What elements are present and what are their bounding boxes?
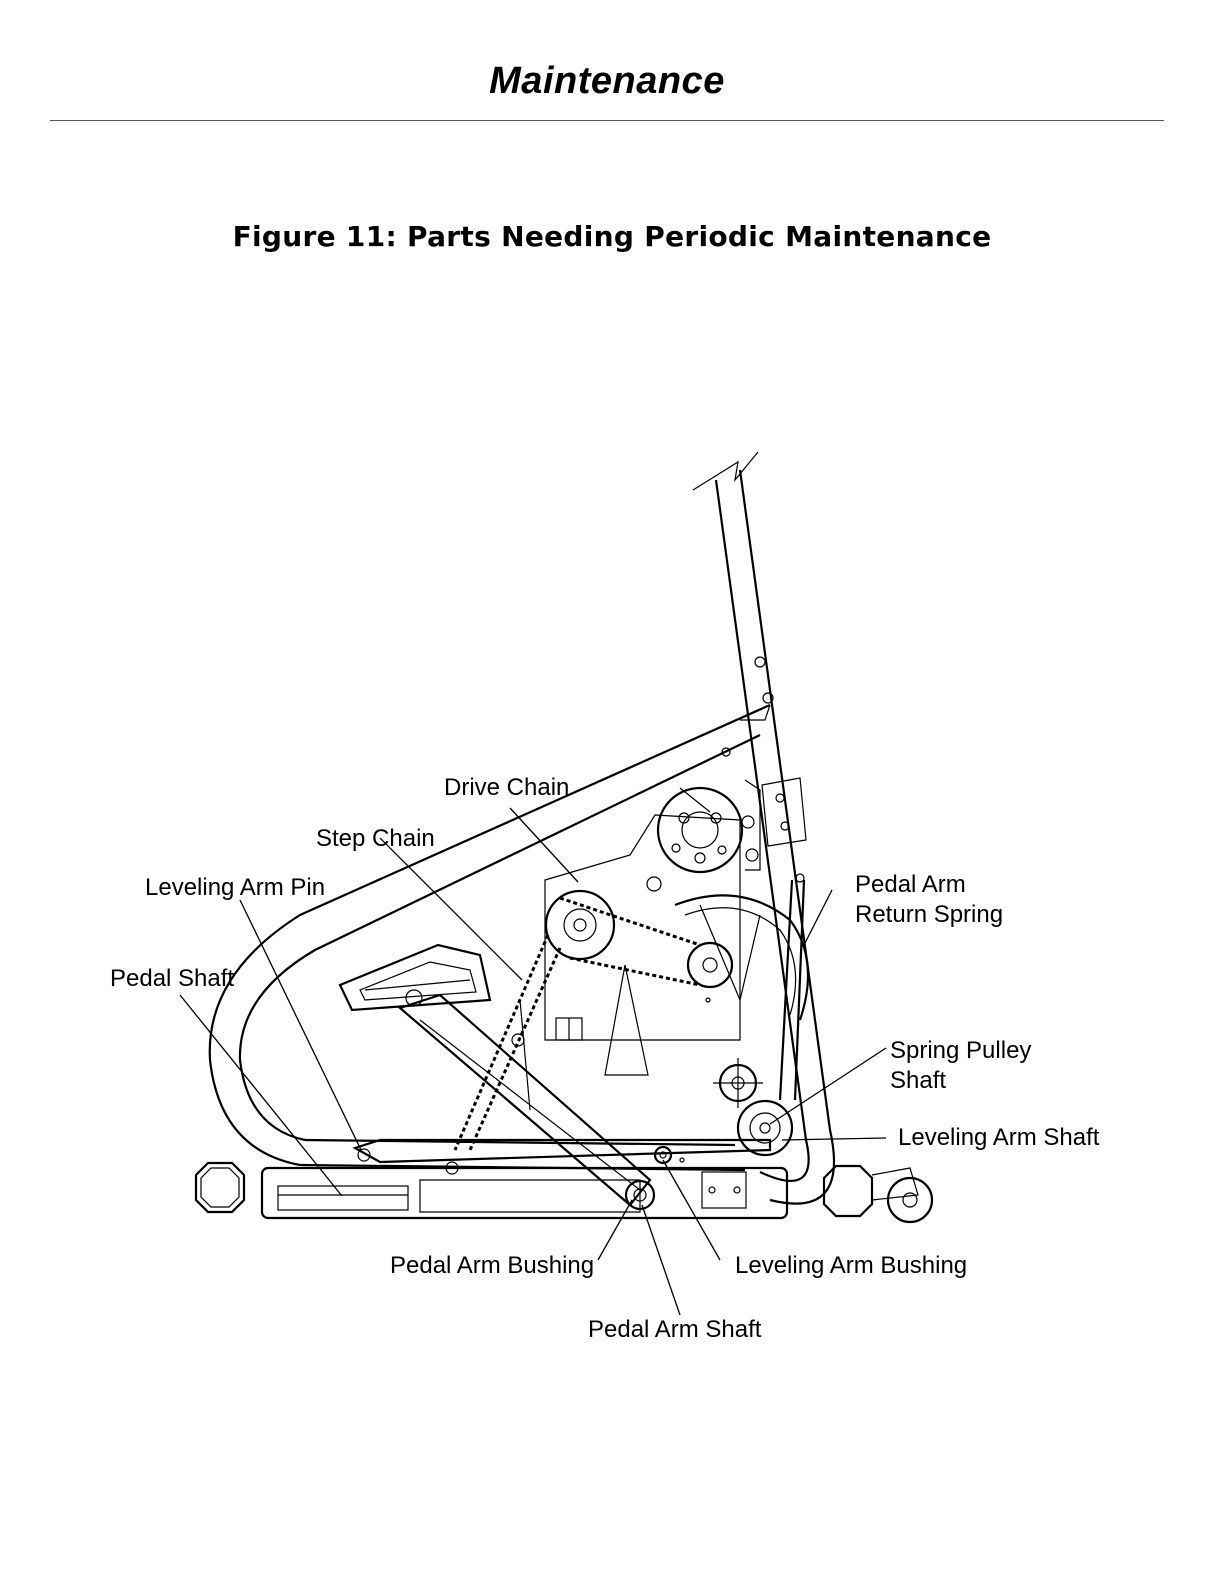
feet: [194, 1161, 934, 1224]
pedal-arm: [397, 993, 656, 1211]
callout-pedal-arm-bushing: Pedal Arm Bushing: [390, 1252, 594, 1279]
leader-lines: [179, 807, 887, 1316]
page-header: Maintenance: [50, 60, 1164, 103]
callout-drive-chain: Drive Chain: [444, 774, 569, 801]
base-rail: [260, 1166, 789, 1220]
drive-chain: [559, 896, 701, 987]
main-frame: [208, 703, 836, 1205]
callout-pedal-arm-return-spring-line1: Pedal Arm: [855, 871, 966, 898]
page-title: Maintenance: [489, 60, 725, 102]
figure-title: Figure 11: Parts Needing Periodic Mainte…: [232, 220, 992, 253]
spring-pulley: [736, 1099, 794, 1157]
callout-pedal-arm-shaft: Pedal Arm Shaft: [588, 1316, 762, 1343]
callout-leveling-arm-pin: Leveling Arm Pin: [145, 874, 325, 901]
pedal: [338, 943, 492, 1012]
callout-spring-pulley-shaft-line1: Spring Pulley: [890, 1037, 1031, 1064]
callout-pedal-arm-return-spring-line2: Return Spring: [855, 901, 1003, 928]
callout-leveling-arm-bushing: Leveling Arm Bushing: [735, 1252, 967, 1279]
sprockets: [544, 889, 763, 1108]
callout-step-chain: Step Chain: [316, 825, 435, 852]
header-divider: [50, 120, 1164, 121]
upper-gear-assembly: [646, 779, 761, 892]
step-chain: [453, 934, 562, 1151]
leveling-arm: [352, 1138, 772, 1175]
callout-leveling-arm-shaft: Leveling Arm Shaft: [898, 1124, 1100, 1151]
callout-pedal-shaft: Pedal Shaft: [110, 965, 234, 992]
upright-post: [692, 451, 832, 1141]
return-spring: [778, 873, 806, 1101]
callout-spring-pulley-shaft-line2: Shaft: [890, 1067, 946, 1094]
